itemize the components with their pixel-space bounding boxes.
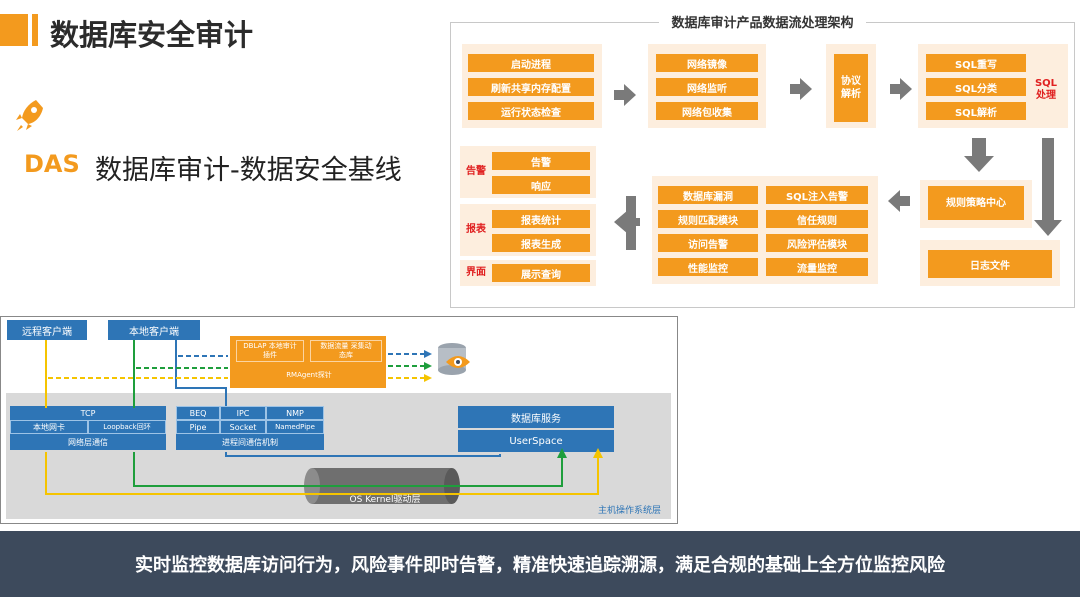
flow-box: 刷新共享内存配置 — [468, 78, 594, 96]
beq-box: BEQ — [176, 406, 220, 420]
protocol-box: 协议解析 — [834, 54, 868, 122]
loopback-box: Loopback回环 — [88, 420, 166, 434]
namedpipe-box: NamedPipe — [266, 420, 324, 434]
flow-box: 启动进程 — [468, 54, 594, 72]
ui-label: 界面 — [466, 267, 486, 278]
ipc-mechanism-box: 进程间通信机制 — [176, 434, 324, 450]
title-accent-bar — [0, 14, 28, 46]
alarm-label: 告警 — [466, 166, 486, 177]
host-layer-label: 主机操作系统层 — [598, 506, 662, 516]
das-label: DAS — [24, 150, 80, 178]
db-service-box: 数据库服务 — [458, 406, 614, 428]
flow-box: 性能监控 — [658, 258, 758, 276]
flow-box: 网络包收集 — [656, 102, 758, 120]
flow-box: 规则匹配模块 — [658, 210, 758, 228]
flow-box: 报表生成 — [492, 234, 590, 252]
tcp-box: TCP — [10, 406, 166, 420]
page-subtitle: 数据库审计-数据安全基线 — [95, 155, 402, 186]
net-comm-box: 网络层通信 — [10, 434, 166, 450]
flow-box: SQL分类 — [926, 78, 1026, 96]
flow-box: 网络监听 — [656, 78, 758, 96]
nmp-box: NMP — [266, 406, 324, 420]
flow-box: 运行状态检查 — [468, 102, 594, 120]
title-accent-stripe — [32, 14, 38, 46]
flow-box: 流量监控 — [766, 258, 868, 276]
kernel-label: OS Kernel驱动层 — [349, 495, 421, 505]
flow-box: 风险评估模块 — [766, 234, 868, 252]
probe-plugin-box: DBLAP 本地审计插件 — [236, 340, 304, 362]
flow-box: 展示查询 — [492, 264, 590, 282]
rule-center-box: 规则策略中心 — [928, 186, 1024, 220]
flow-box: 报表统计 — [492, 210, 590, 228]
ipc-box: IPC — [220, 406, 266, 420]
nic-box: 本地网卡 — [10, 420, 88, 434]
probe-agent-box: RMAgent探针 — [236, 366, 382, 384]
flow-box: 信任规则 — [766, 210, 868, 228]
sql-process-label: SQL处理 — [1034, 78, 1058, 101]
database-eye-icon — [438, 343, 470, 375]
summary-banner: 实时监控数据库访问行为，风险事件即时告警，精准快速追踪溯源，满足合规的基础上全方… — [0, 531, 1080, 597]
flow-box: SQL解析 — [926, 102, 1026, 120]
rocket-icon — [16, 100, 43, 131]
remote-client-box: 远程客户端 — [7, 320, 87, 340]
flow-box: SQL注入告警 — [766, 186, 868, 204]
flow-diagram-title: 数据库审计产品数据流处理架构 — [450, 12, 1075, 31]
log-file-box: 日志文件 — [928, 250, 1052, 278]
local-client-box: 本地客户端 — [108, 320, 200, 340]
host-connections — [45, 340, 603, 504]
probe-collector-box: 数据流量 采集动态库 — [310, 340, 382, 362]
flow-box: 告警 — [492, 152, 590, 170]
flow-box: 访问告警 — [658, 234, 758, 252]
userspace-box: UserSpace — [458, 430, 614, 452]
pipe-box: Pipe — [176, 420, 220, 434]
socket-box: Socket — [220, 420, 266, 434]
flow-box: 网络镜像 — [656, 54, 758, 72]
flow-box: SQL重写 — [926, 54, 1026, 72]
report-label: 报表 — [466, 224, 486, 235]
flow-box: 数据库漏洞 — [658, 186, 758, 204]
page-title: 数据库安全审计 — [50, 18, 254, 52]
flow-box: 响应 — [492, 176, 590, 194]
